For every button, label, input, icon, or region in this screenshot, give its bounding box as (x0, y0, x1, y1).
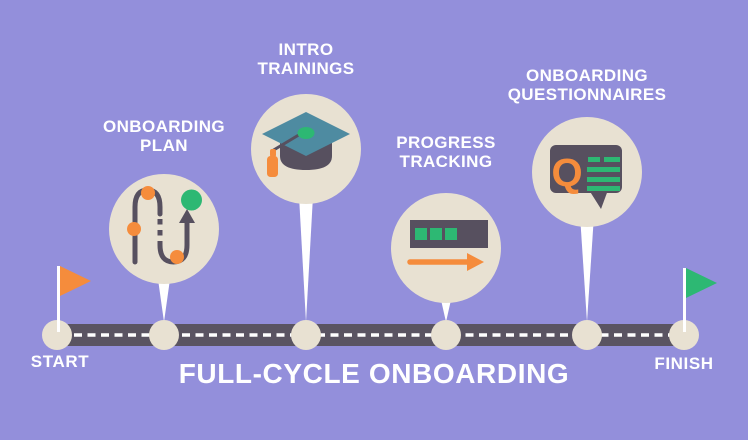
finish-flag (683, 268, 717, 332)
timeline-node (149, 320, 179, 350)
timeline-node (42, 320, 72, 350)
label-progress-tracking: PROGRESS TRACKING (396, 133, 496, 171)
label-line: ONBOARDING (102, 117, 226, 136)
label-onboarding-questionnaires: ONBOARDING QUESTIONNAIRES (508, 66, 667, 104)
milestone-circle (109, 174, 219, 284)
timeline-node (431, 320, 461, 350)
right-arrowhead (467, 253, 484, 271)
timeline-node (572, 320, 602, 350)
label-onboarding-plan: ONBOARDING PLAN (103, 117, 225, 155)
questionnaire-bubble-icon: Q (550, 145, 622, 209)
bubble-tail (589, 190, 608, 209)
milestone-intro-trainings (251, 94, 361, 204)
timeline-node (669, 320, 699, 350)
start-flag (57, 266, 91, 332)
pointer-tail (580, 215, 594, 322)
goal-dot (181, 189, 202, 211)
milestone-pointers (157, 196, 594, 322)
green-flag-icon (686, 268, 717, 298)
label-line: ONBOARDING (525, 66, 649, 85)
progress-bar-icon (407, 220, 488, 271)
tassel (267, 156, 278, 177)
label-line: QUESTIONNAIRES (507, 85, 667, 104)
finish-label: FINISH (654, 354, 714, 373)
winding-path-icon (127, 186, 202, 265)
pointer-tail (299, 196, 313, 322)
label-line: PLAN (140, 136, 188, 155)
step-dot (141, 186, 155, 200)
pointer-tail (157, 272, 171, 322)
label-intro-trainings: INTRO TRAININGS (257, 40, 354, 78)
up-arrowhead (179, 209, 195, 223)
step-dot (170, 250, 184, 264)
question-letter: Q (551, 151, 582, 195)
timeline-nodes (42, 320, 699, 350)
step-dot (127, 222, 141, 236)
label-line: INTRO (278, 40, 334, 59)
label-line: TRAININGS (257, 59, 355, 78)
page-title: FULL-CYCLE ONBOARDING (178, 358, 570, 389)
milestone-onboarding-plan (109, 174, 219, 284)
graduation-cap-icon (262, 112, 350, 177)
start-label: START (30, 352, 90, 371)
label-line: PROGRESS (396, 133, 496, 152)
milestone-progress-tracking (391, 193, 501, 303)
label-line: TRACKING (399, 152, 493, 171)
timeline-node (291, 320, 321, 350)
milestone-onboarding-questionnaires: Q (532, 117, 642, 227)
orange-flag-icon (60, 266, 91, 296)
